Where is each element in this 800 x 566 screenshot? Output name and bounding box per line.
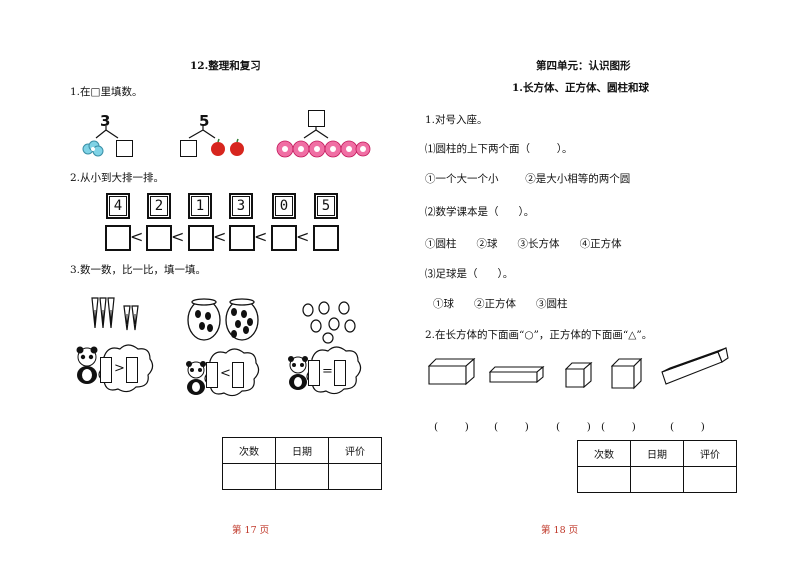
answer-paren[interactable]: ( ) bbox=[556, 421, 591, 433]
left-question-2: 2.从小到大排一排。 bbox=[70, 172, 165, 184]
table-cell[interactable] bbox=[577, 466, 631, 493]
less-than-sign: < bbox=[296, 227, 310, 246]
table-header: 日期 bbox=[275, 437, 329, 464]
sub-question-2: ⑵数学课本是（ ）。 bbox=[425, 206, 535, 218]
compare-sign: > bbox=[114, 361, 125, 376]
answer-box[interactable] bbox=[188, 225, 214, 251]
digit-card: 4 bbox=[106, 193, 130, 219]
right-question-2: 2.在长方体的下面画“○”，正方体的下面画“△”。 bbox=[425, 329, 653, 341]
table-cell[interactable] bbox=[630, 466, 684, 493]
pink-flower-icon bbox=[276, 140, 371, 158]
table-header: 日期 bbox=[630, 440, 684, 467]
answer-paren[interactable]: ( ) bbox=[670, 421, 705, 433]
sub-question-1-options: ①一个大一个小 ②是大小相等的两个圆 bbox=[425, 173, 631, 185]
digit-card: 1 bbox=[188, 193, 212, 219]
cloud-icon bbox=[98, 344, 154, 393]
pencils-icon bbox=[91, 297, 139, 331]
bond-branch-icon bbox=[95, 126, 119, 139]
table-header: 次数 bbox=[222, 437, 276, 464]
left-page-title: 12.整理和复习 bbox=[190, 60, 261, 72]
panda-icon bbox=[76, 346, 98, 384]
less-than-sign: < bbox=[213, 227, 227, 246]
cloud-icon bbox=[204, 348, 260, 397]
digit-card: 5 bbox=[314, 193, 338, 219]
fruits-icon bbox=[302, 301, 356, 344]
bond-top-number: 5 bbox=[199, 112, 210, 130]
table-cell[interactable] bbox=[328, 463, 382, 490]
left-page-number: 第 17 页 bbox=[232, 525, 270, 536]
table-cell[interactable] bbox=[683, 466, 737, 493]
answer-box[interactable] bbox=[100, 357, 112, 383]
cloud-icon bbox=[306, 346, 362, 395]
right-record-table: 次数 日期 评价 bbox=[577, 440, 737, 493]
cuboid-icon bbox=[428, 358, 476, 386]
digit-card: 3 bbox=[229, 193, 253, 219]
answer-box[interactable] bbox=[229, 225, 255, 251]
table-cell[interactable] bbox=[275, 463, 329, 490]
bond-branch-icon bbox=[188, 126, 216, 139]
compare-sign: = bbox=[322, 364, 333, 379]
answer-box[interactable] bbox=[180, 140, 197, 157]
table-cell[interactable] bbox=[222, 463, 276, 490]
right-page-number: 第 18 页 bbox=[541, 525, 579, 536]
less-than-sign: < bbox=[130, 227, 144, 246]
left-question-1: 1.在□里填数。 bbox=[70, 86, 143, 98]
flower-icon bbox=[82, 140, 104, 157]
unit-title: 第四单元：认识图形 bbox=[536, 60, 631, 72]
tilted-cuboid-icon bbox=[661, 347, 729, 385]
cube-icon bbox=[611, 358, 643, 390]
less-than-sign: < bbox=[171, 227, 185, 246]
sub-question-2-options: ①圆柱 ②球 ③长方体 ④正方体 bbox=[425, 238, 622, 250]
small-cube-icon bbox=[565, 362, 593, 388]
less-than-sign: < bbox=[254, 227, 268, 246]
answer-paren[interactable]: ( ) bbox=[434, 421, 469, 433]
bond-branch-icon bbox=[303, 126, 329, 139]
answer-box[interactable] bbox=[146, 225, 172, 251]
table-header: 评价 bbox=[683, 440, 737, 467]
sub-question-1: ⑴圆柱的上下两个面（ ）。 bbox=[425, 143, 573, 155]
panda-icon bbox=[288, 356, 308, 390]
answer-box[interactable] bbox=[308, 360, 320, 386]
table-header: 次数 bbox=[577, 440, 631, 467]
answer-box[interactable] bbox=[116, 140, 133, 157]
answer-box[interactable] bbox=[313, 225, 339, 251]
bond-top-number: 3 bbox=[100, 112, 111, 130]
answer-box[interactable] bbox=[334, 360, 346, 386]
long-cuboid-icon bbox=[489, 366, 545, 384]
panda-icon bbox=[186, 361, 206, 395]
jars-icon bbox=[187, 298, 259, 341]
left-question-3: 3.数一数，比一比，填一填。 bbox=[70, 264, 207, 276]
lesson-title: 1.长方体、正方体、圆柱和球 bbox=[512, 82, 649, 94]
answer-box[interactable] bbox=[105, 225, 131, 251]
answer-box[interactable] bbox=[271, 225, 297, 251]
answer-paren[interactable]: ( ) bbox=[601, 421, 636, 433]
sub-question-3-options: ①球 ②正方体 ③圆柱 bbox=[433, 298, 568, 310]
compare-sign: < bbox=[220, 366, 231, 381]
right-question-1: 1.对号入座。 bbox=[425, 114, 488, 126]
sub-question-3: ⑶足球是（ ）。 bbox=[425, 268, 514, 280]
answer-box[interactable] bbox=[126, 357, 138, 383]
digit-card: 0 bbox=[272, 193, 296, 219]
apple-icon bbox=[211, 138, 244, 156]
answer-paren[interactable]: ( ) bbox=[494, 421, 529, 433]
table-header: 评价 bbox=[328, 437, 382, 464]
left-record-table: 次数 日期 评价 bbox=[222, 437, 382, 490]
answer-box[interactable] bbox=[232, 362, 244, 388]
digit-card: 2 bbox=[147, 193, 171, 219]
answer-box[interactable] bbox=[308, 110, 325, 127]
answer-box[interactable] bbox=[206, 362, 218, 388]
